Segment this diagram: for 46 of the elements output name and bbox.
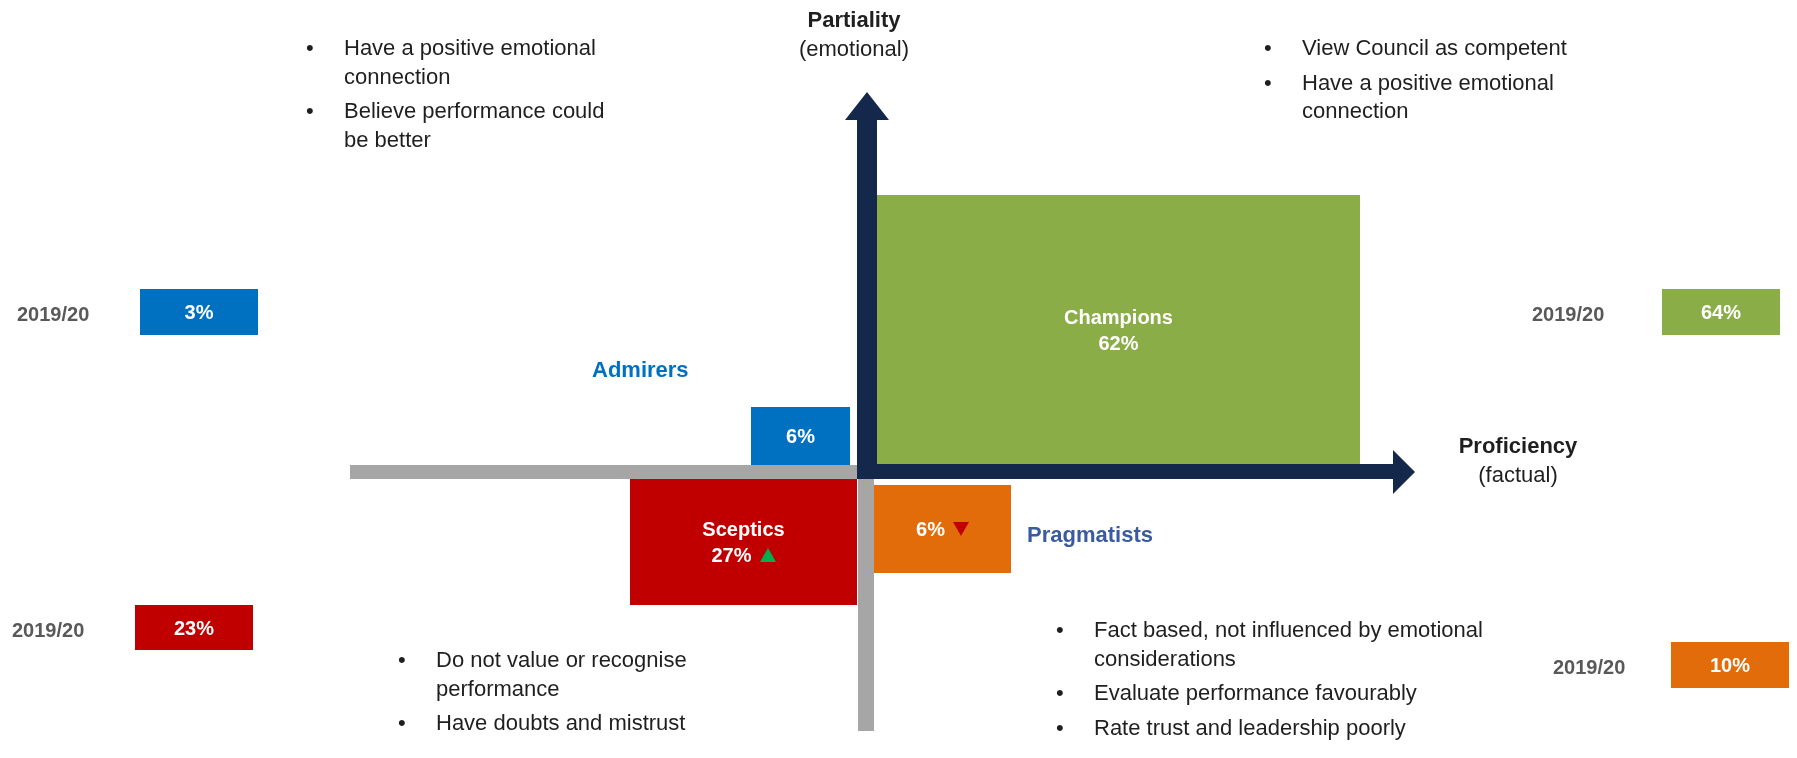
segment-value: 64% xyxy=(1701,300,1741,325)
bullet-marker: • xyxy=(1263,68,1273,97)
bullet-marker: • xyxy=(1055,616,1065,644)
bullet-text: Have a positive emotional connection xyxy=(1302,68,1555,126)
segment-value: 6% xyxy=(916,517,945,542)
bullet-text: Evaluate performance favourably xyxy=(1094,679,1417,708)
bullet-text: Have doubts and mistrust xyxy=(436,709,686,738)
bullet-marker: • xyxy=(1263,34,1273,62)
bullet-marker: • xyxy=(305,97,315,126)
segment-value: Champions xyxy=(1064,304,1173,330)
segment-box xyxy=(877,195,1360,464)
bullet-marker: • xyxy=(305,34,315,62)
bullet-marker: • xyxy=(397,646,407,674)
bullet-text: Fact based, not influenced by emotional considerations xyxy=(1094,616,1484,673)
bullet-text: View Council as competent xyxy=(1302,34,1567,62)
axis-title: Partiality xyxy=(807,6,901,34)
bullet-marker: • xyxy=(397,709,407,738)
segment-box xyxy=(630,479,857,605)
segment-label: 2019/20 xyxy=(1553,655,1626,680)
segment-value: 62% xyxy=(1098,330,1139,356)
segment-value: Sceptics xyxy=(702,517,785,542)
bullet-text: Rate trust and leadership poorly xyxy=(1094,713,1406,742)
segment-box xyxy=(874,485,1011,573)
axis-title: Proficiency xyxy=(1458,432,1578,460)
value-box xyxy=(140,289,258,335)
axis-subtitle: (factual) xyxy=(1478,460,1558,489)
segment-label: Admirers xyxy=(592,356,689,384)
bullet-marker: • xyxy=(1055,679,1065,708)
bullet-text: Do not value or recognise performance xyxy=(436,646,688,703)
segment-value: 27% xyxy=(711,543,752,568)
segment-value: 10% xyxy=(1710,653,1750,678)
segment-value: 3% xyxy=(184,300,214,325)
bullet-marker: • xyxy=(1055,713,1065,742)
segment-value: 23% xyxy=(174,615,214,641)
segment-label: 2019/20 xyxy=(12,618,85,643)
segment-label: 2019/20 xyxy=(17,302,90,327)
segment-label: 2019/20 xyxy=(1532,302,1605,327)
segment-box xyxy=(751,407,850,465)
axis-subtitle: (emotional) xyxy=(798,34,909,63)
segment-value: 6% xyxy=(786,424,815,449)
segment-label: Pragmatists xyxy=(1027,521,1153,549)
value-box xyxy=(135,605,253,650)
value-box xyxy=(1671,642,1789,688)
bullet-text: Believe performance could be better xyxy=(344,97,606,154)
value-box xyxy=(1662,289,1780,335)
bullet-text: Have a positive emotional connection xyxy=(344,34,597,91)
